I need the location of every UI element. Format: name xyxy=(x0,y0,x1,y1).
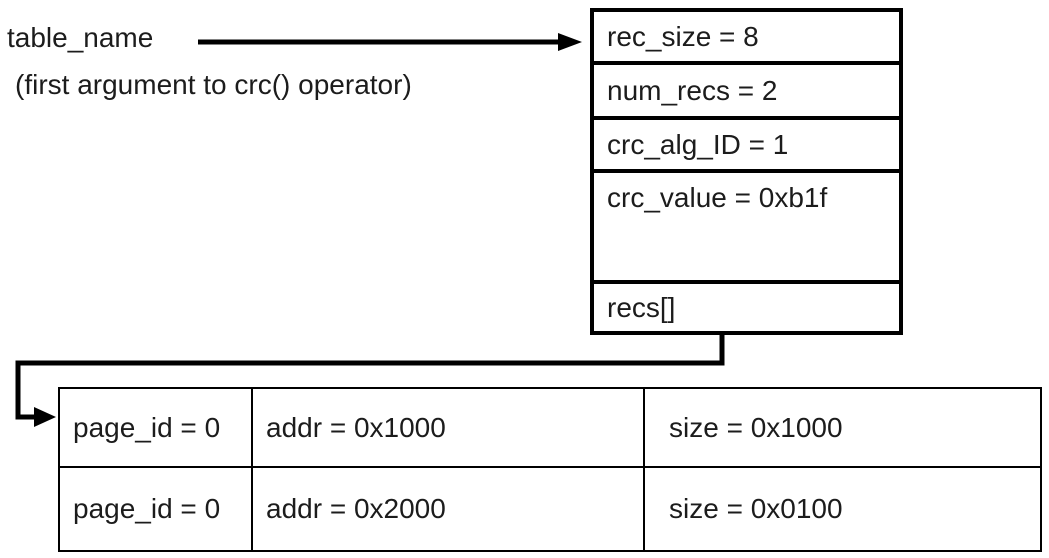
record-cell-addr: addr = 0x2000 xyxy=(253,468,645,550)
crc-header-struct: rec_size = 8 num_recs = 2 crc_alg_ID = 1… xyxy=(590,8,903,335)
field-crc-value: crc_value = 0xb1f xyxy=(594,173,899,284)
record-cell-size: size = 0x1000 xyxy=(645,389,1040,468)
field-num-recs: num_recs = 2 xyxy=(594,65,899,120)
crc-operator-note: (first argument to crc() operator) xyxy=(15,69,412,100)
field-recs-array: recs[] xyxy=(607,291,676,323)
table-name-caption: table_name (first argument to crc() oper… xyxy=(7,14,412,108)
field-rec-size: rec_size = 8 xyxy=(594,12,899,65)
record-cell-addr: addr = 0x1000 xyxy=(253,389,645,468)
record-cell-page-id: page_id = 0 xyxy=(60,389,253,468)
arrow-right-icon xyxy=(34,407,56,427)
table-name-label: table_name xyxy=(7,22,154,53)
arrow-right-icon xyxy=(558,33,582,51)
records-table: page_id = 0 addr = 0x1000 size = 0x1000 … xyxy=(58,387,1042,552)
field-crc-alg-id: crc_alg_ID = 1 xyxy=(594,120,899,173)
record-cell-size: size = 0x0100 xyxy=(669,493,843,524)
record-cell-page-id: page_id = 0 xyxy=(60,468,253,550)
